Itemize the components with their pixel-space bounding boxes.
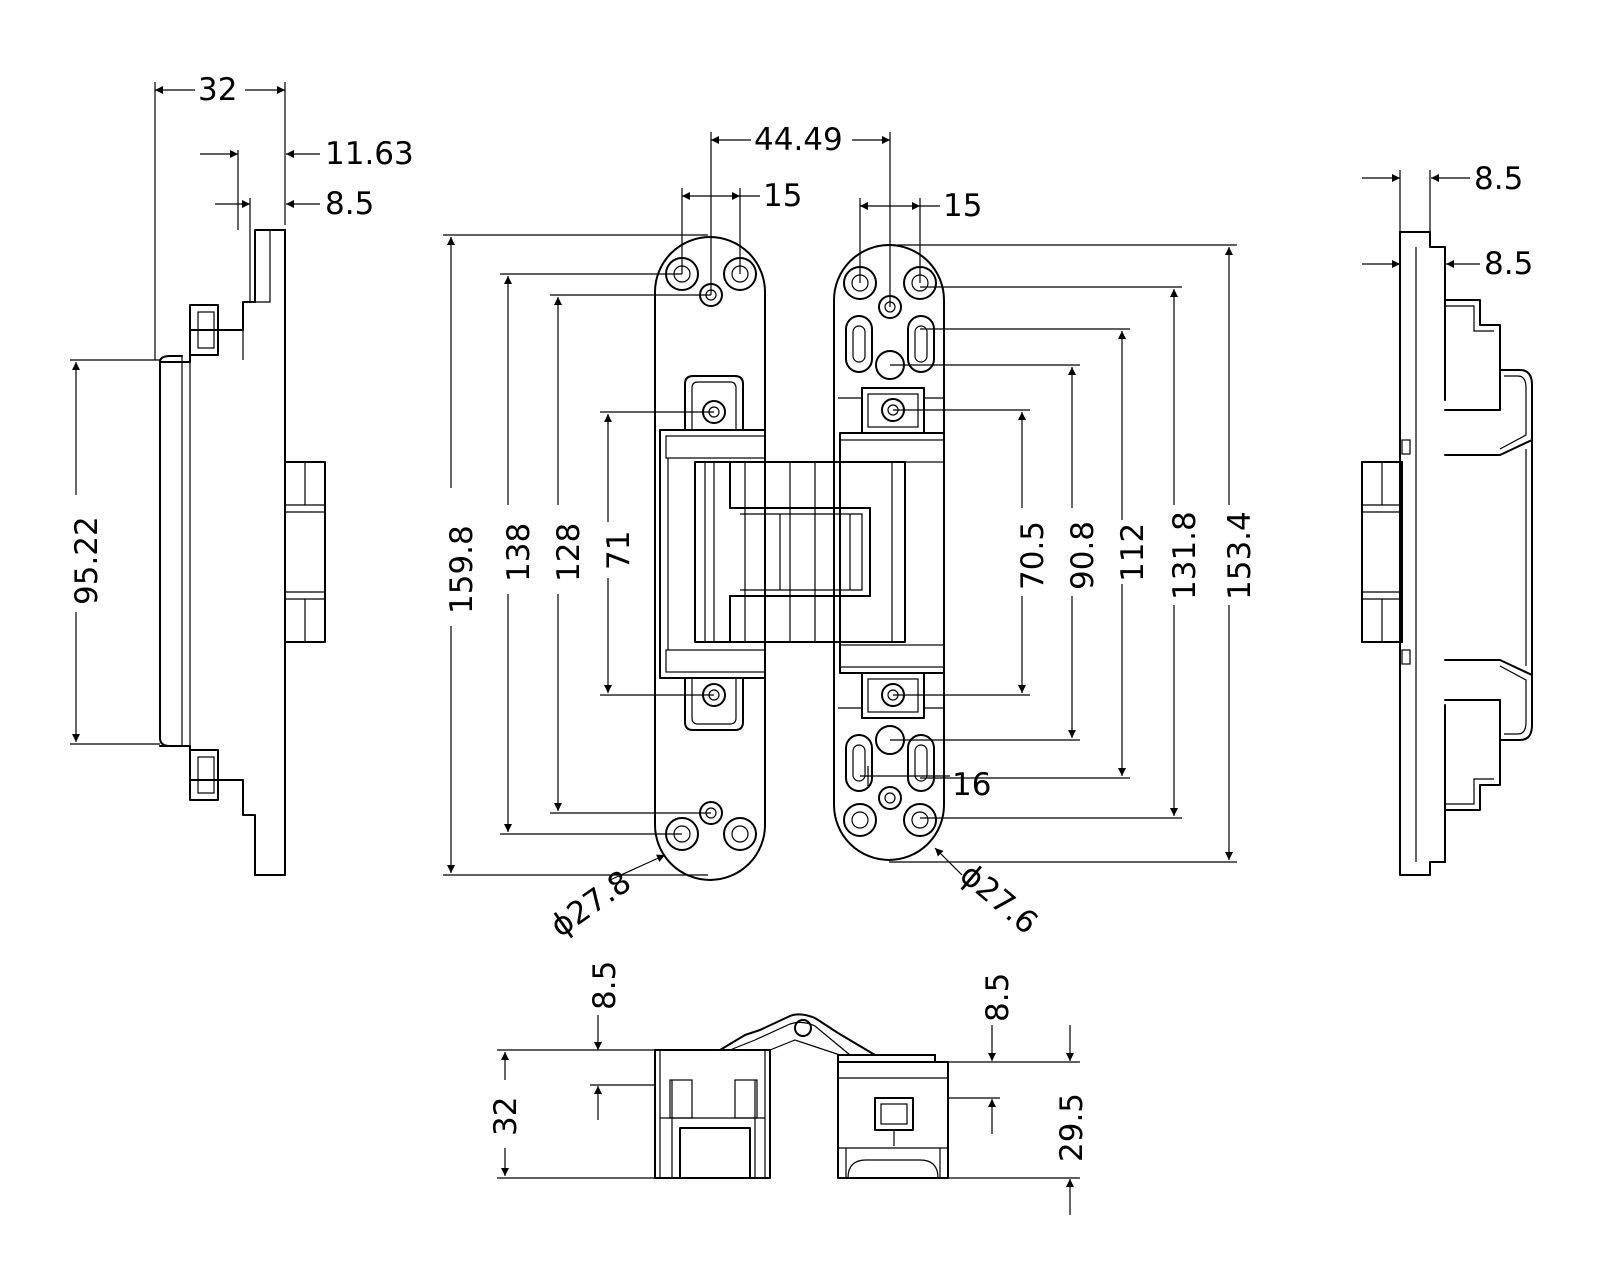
dim-top-center: 44.49 bbox=[754, 122, 843, 158]
dim-radius-right: ϕ27.6 bbox=[953, 857, 1045, 942]
dim-left-width: 32 bbox=[198, 72, 237, 108]
dim-bottom-right-depth: 8.5 bbox=[980, 973, 1016, 1022]
dim-height-153-4: 153.4 bbox=[1222, 511, 1258, 600]
dim-bottom-left-height: 32 bbox=[488, 1097, 524, 1136]
dim-top-hole-right: 15 bbox=[943, 188, 982, 224]
right-side-view bbox=[1361, 231, 1533, 876]
dim-height-71: 71 bbox=[601, 531, 637, 570]
dim-height-112: 112 bbox=[1115, 523, 1151, 582]
dim-bottom-right-height: 29.5 bbox=[1054, 1093, 1090, 1162]
bottom-dimensions: 32 8.5 8.5 29.5 bbox=[488, 961, 1090, 1215]
dim-height-70-5: 70.5 bbox=[1015, 521, 1051, 590]
front-view-mechanism bbox=[694, 461, 906, 643]
dim-height-138: 138 bbox=[501, 523, 537, 582]
front-view-left-plate bbox=[654, 236, 766, 881]
dim-top-hole-left: 15 bbox=[763, 178, 802, 214]
dim-height-128: 128 bbox=[551, 523, 587, 582]
dim-left-offset-a: 11.63 bbox=[325, 136, 414, 172]
dim-right-a: 8.5 bbox=[1474, 161, 1523, 197]
dim-height-90-8: 90.8 bbox=[1065, 521, 1101, 590]
dim-right-b: 8.5 bbox=[1484, 246, 1533, 282]
dim-slot-16: 16 bbox=[952, 767, 991, 803]
dim-height-131-8: 131.8 bbox=[1167, 511, 1203, 600]
dim-left-offset-b: 8.5 bbox=[325, 186, 374, 222]
dim-bottom-left-depth: 8.5 bbox=[587, 961, 623, 1010]
left-dimensions: 32 11.63 8.5 95.22 bbox=[69, 72, 414, 745]
dim-height-159-8: 159.8 bbox=[444, 525, 480, 614]
dim-left-height: 95.22 bbox=[69, 516, 105, 605]
dim-radius-left: ϕ27.8 bbox=[544, 864, 638, 945]
left-side-view bbox=[159, 229, 326, 876]
right-dimensions: 8.5 8.5 bbox=[1362, 161, 1533, 282]
bottom-view bbox=[654, 1013, 949, 1179]
